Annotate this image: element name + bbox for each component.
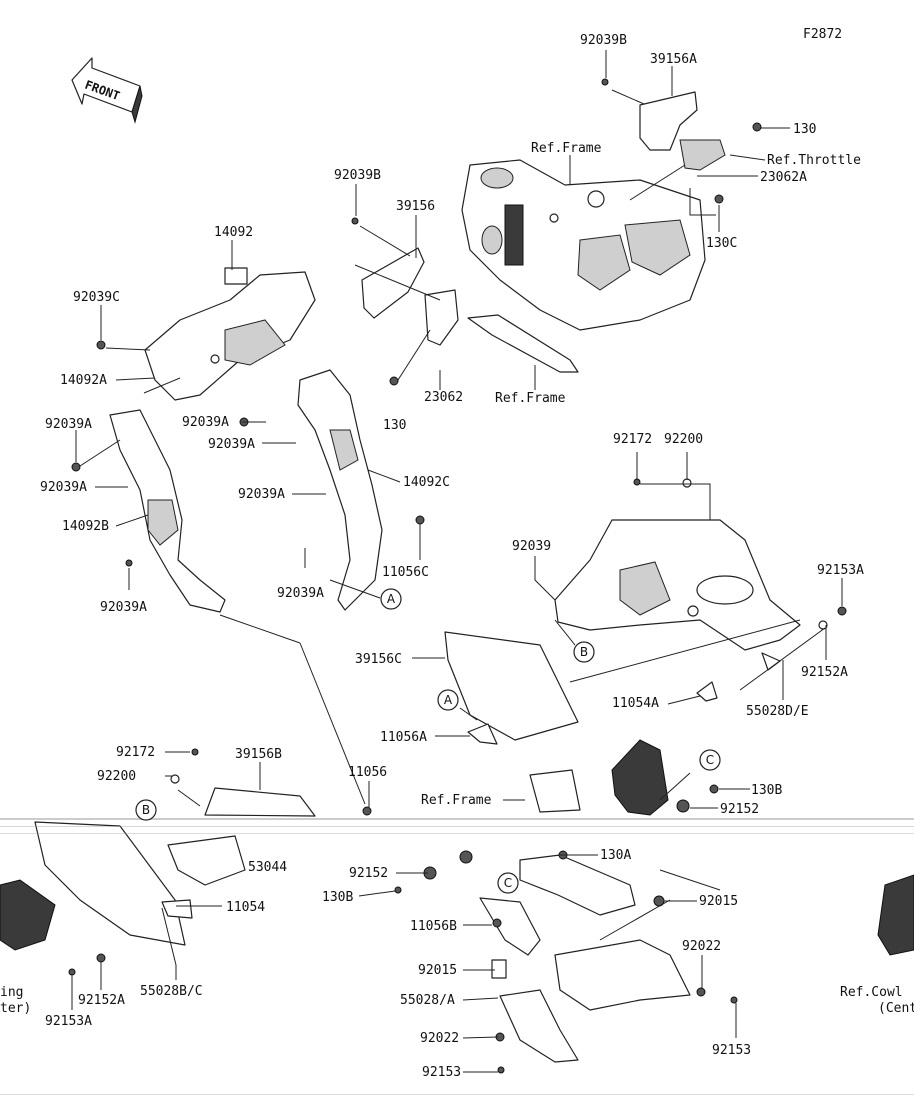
- lower-cowl-right: [495, 874, 914, 1074]
- part-label: 92039B: [580, 33, 627, 48]
- part-label: 14092B: [62, 519, 109, 534]
- bracket-39156A: [601, 78, 762, 204]
- bracket-11056B: [479, 897, 541, 979]
- ref-throttle: Ref.Throttle: [767, 153, 861, 168]
- callout-A-right: A: [380, 588, 402, 610]
- part-label: 55028B/C: [140, 984, 203, 999]
- part-label: 39156A: [650, 52, 697, 67]
- part-label: 92152: [720, 802, 759, 817]
- part-label: 92039A: [208, 437, 255, 452]
- part-label: 23062: [424, 390, 463, 405]
- part-label: 92152A: [801, 665, 848, 680]
- callout-A-left: A: [437, 689, 459, 711]
- part-label: 92039A: [100, 600, 147, 615]
- part-label: 11056C: [382, 565, 429, 580]
- part-label: 92015: [699, 894, 738, 909]
- clip-11054A: [696, 652, 781, 702]
- part-label: 14092: [214, 225, 253, 240]
- callout-A-right-letter: A: [387, 592, 396, 606]
- part-label: 92039B: [334, 168, 381, 183]
- part-label: 92200: [664, 432, 703, 447]
- part-label: 92153: [422, 1065, 461, 1080]
- part-label: 130A: [600, 848, 631, 863]
- ref-frame-bottom: Ref.Frame: [421, 793, 492, 808]
- frame-assembly-top: [461, 159, 706, 331]
- part-label: 23062A: [760, 170, 807, 185]
- part-label: 92022: [682, 939, 721, 954]
- part-label: 11056: [348, 765, 387, 780]
- part-label: 11056B: [410, 919, 457, 934]
- lower-cowl-left: [0, 821, 246, 976]
- seal-39156B: [170, 748, 372, 817]
- callout-C-upper-letter: C: [706, 753, 714, 767]
- part-label: 92039A: [40, 480, 87, 495]
- leader-lines: [71, 50, 843, 1073]
- part-label: 92172: [116, 745, 155, 760]
- inner-panel-14092A: [96, 267, 316, 401]
- part-label: 11056A: [380, 730, 427, 745]
- part-label: 14092C: [403, 475, 450, 490]
- inner-panel-14092B: [71, 409, 226, 613]
- part-label: 92022: [420, 1031, 459, 1046]
- part-label: 11054A: [612, 696, 659, 711]
- part-label: 92153A: [817, 563, 864, 578]
- part-label: 92200: [97, 769, 136, 784]
- figure-code: F2872: [803, 27, 842, 42]
- scan-noise-band: [0, 818, 914, 1095]
- part-label: 92039: [512, 539, 551, 554]
- callout-C-lower-letter: C: [504, 876, 512, 890]
- part-label: 39156C: [355, 652, 402, 667]
- ref-frame-mid: Ref.Frame: [495, 391, 566, 406]
- part-label: 92152: [349, 866, 388, 881]
- part-label: 55028D/E: [746, 704, 809, 719]
- ref-clipped-left-line2: ter): [0, 1001, 31, 1016]
- part-label: 92039A: [45, 417, 92, 432]
- ref-cowl-line2: (Cent: [878, 1001, 914, 1016]
- callout-C-lower: C: [497, 872, 519, 894]
- part-label: 92039A: [277, 586, 324, 601]
- part-label: 14092A: [60, 373, 107, 388]
- part-label: 92153: [712, 1043, 751, 1058]
- callout-C-upper: C: [699, 749, 721, 771]
- part-label: 92039C: [73, 290, 120, 305]
- part-label: 92172: [613, 432, 652, 447]
- part-label: 130: [793, 122, 816, 137]
- part-label: 39156B: [235, 747, 282, 762]
- callout-B-right-letter: B: [580, 645, 588, 659]
- callout-B-left: B: [135, 799, 157, 821]
- part-label: 92015: [418, 963, 457, 978]
- ref-clipped-left-line1: ing: [0, 985, 23, 1000]
- part-label: 130B: [751, 783, 782, 798]
- clip-11056A: [467, 723, 498, 745]
- part-label: 130B: [322, 890, 353, 905]
- bracket-39156: [351, 217, 579, 386]
- part-label: 92152A: [78, 993, 125, 1008]
- seal-39156C: [444, 631, 579, 741]
- bracket-lower-middle: [529, 739, 719, 816]
- part-label: 53044: [248, 860, 287, 875]
- ref-cowl-line1: Ref.Cowl: [840, 985, 903, 1000]
- callout-A-left-letter: A: [444, 693, 453, 707]
- front-arrow-icon: FRONT: [71, 57, 143, 124]
- ref-frame-top: Ref.Frame: [531, 141, 602, 156]
- part-label: 130: [383, 418, 406, 433]
- callout-B-left-letter: B: [142, 803, 150, 817]
- part-label: 92039A: [238, 487, 285, 502]
- part-label: 130C: [706, 236, 737, 251]
- part-label: 92039A: [182, 415, 229, 430]
- part-label: 55028/A: [400, 993, 455, 1008]
- part-label: 11054: [226, 900, 265, 915]
- part-label: 39156: [396, 199, 435, 214]
- callout-B-right: B: [573, 641, 595, 663]
- part-label: 92153A: [45, 1014, 92, 1029]
- side-cowl-upper: [554, 478, 847, 651]
